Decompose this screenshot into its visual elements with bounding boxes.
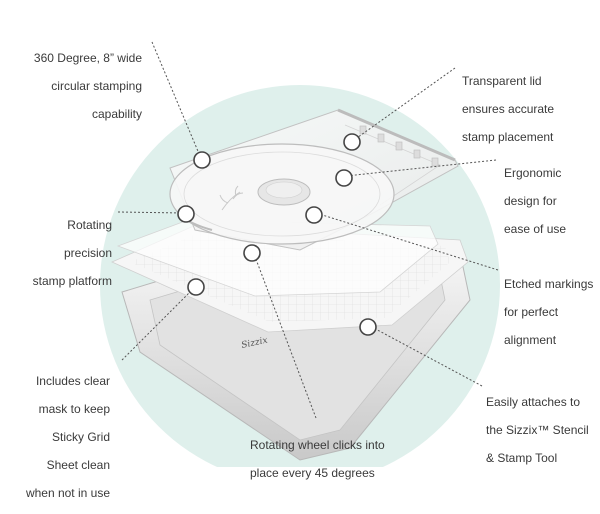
callout-line: place every 45 degrees: [250, 466, 375, 480]
callout-rotating-wheel: Rotating wheel clicks into place every 4…: [250, 424, 420, 494]
callout-line: precision: [63, 246, 112, 260]
callout-etched-markings: Etched markings for perfect alignment: [504, 263, 596, 361]
rotating-platform: [169, 143, 395, 245]
marker-lid: [343, 133, 361, 151]
callout-stamping-capability: 360 Degree, 8” wide circular stamping ca…: [6, 37, 142, 135]
callout-line: mask to keep: [38, 402, 110, 416]
marker-wheel: [243, 244, 261, 262]
floral-stamp-icon: [219, 185, 244, 211]
callout-attaches-tool: Easily attaches to the Sizzix™ Stencil &…: [486, 381, 598, 479]
marker-attach: [359, 318, 377, 336]
callout-ergonomic-design: Ergonomic design for ease of use: [504, 152, 596, 250]
callout-line: alignment: [504, 333, 557, 347]
callout-line: design for: [504, 194, 557, 208]
callout-line: capability: [91, 107, 142, 121]
callout-line: for perfect: [504, 305, 559, 319]
callout-line: Includes clear: [35, 374, 110, 388]
callout-line: ease of use: [504, 222, 567, 236]
callout-rotating-platform: Rotating precision stamp platform: [6, 204, 112, 302]
product-diagram: Sizzix: [100, 41, 500, 467]
callout-line: Transparent lid: [462, 74, 542, 88]
marker-ergonomic: [335, 169, 353, 187]
marker-etched: [305, 206, 323, 224]
callout-line: Etched markings: [504, 277, 594, 291]
callout-line: the Sizzix™ Stencil: [486, 423, 589, 437]
marker-platform: [177, 205, 195, 223]
callout-line: Easily attaches to: [486, 395, 581, 409]
callout-line: stamp platform: [32, 274, 112, 288]
callout-line: & Stamp Tool: [486, 451, 558, 465]
marker-mask: [187, 278, 205, 296]
leader-lines: [117, 41, 499, 419]
callout-line: ensures accurate: [462, 102, 555, 116]
callout-line: Sticky Grid: [51, 430, 110, 444]
callout-line: Ergonomic: [504, 166, 562, 180]
callout-line: Rotating: [67, 218, 112, 232]
callout-transparent-lid: Transparent lid ensures accurate stamp p…: [462, 60, 594, 158]
marker-stamping: [193, 151, 211, 169]
callout-line: Rotating wheel clicks into: [250, 438, 385, 452]
callout-line: circular stamping: [51, 79, 142, 93]
callout-clear-mask: Includes clear mask to keep Sticky Grid …: [6, 360, 110, 514]
callout-markers: [177, 133, 377, 336]
callout-line: 360 Degree, 8” wide: [33, 51, 142, 65]
callout-line: stamp placement: [462, 130, 554, 144]
callout-line: when not in use: [25, 486, 110, 500]
callout-line: Sheet clean: [46, 458, 110, 472]
